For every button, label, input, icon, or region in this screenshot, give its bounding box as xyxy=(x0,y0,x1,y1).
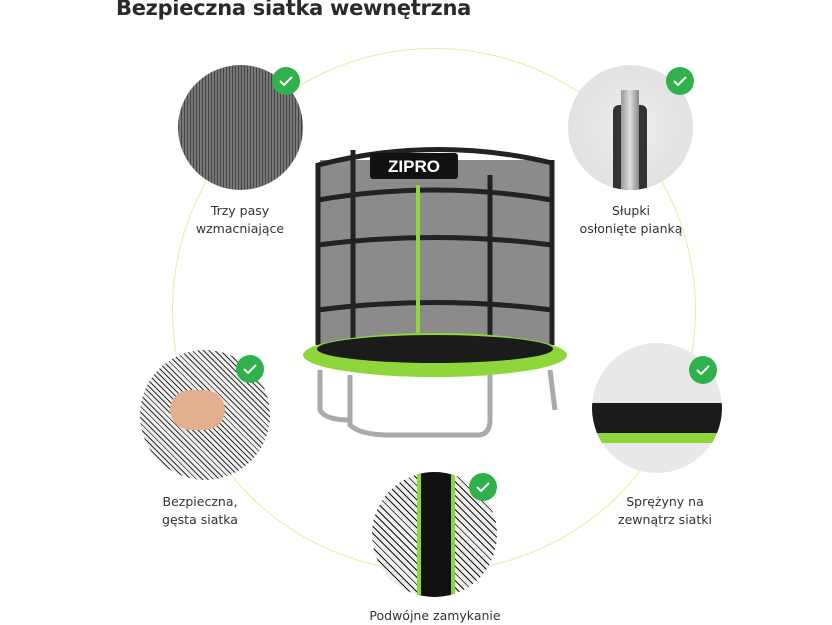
feature-label-foam-poles: Słupki osłonięte pianką xyxy=(551,202,711,238)
label-line: Słupki xyxy=(611,203,651,218)
label-line: Podwójne zamykanie xyxy=(369,608,501,623)
label-line: Sprężyny na xyxy=(626,494,704,509)
trampoline-image: ZIPRO xyxy=(303,147,567,438)
feature-label-reinforcing-straps: Trzy pasy wzmacniające xyxy=(160,202,320,238)
label-line: wzmacniające xyxy=(195,221,285,236)
page-title: Bezpieczna siatka wewnętrzna xyxy=(116,0,471,20)
feature-label-outside-springs: Sprężyny na zewnątrz siatki xyxy=(585,493,745,529)
feature-label-double-zipper: Podwójne zamykanie xyxy=(355,607,515,625)
label-line: osłonięte pianką xyxy=(579,221,683,236)
feature-label-dense-net: Bezpieczna, gęsta siatka xyxy=(120,493,280,529)
feature-image-foam-poles xyxy=(568,65,693,190)
label-line: Trzy pasy xyxy=(210,203,270,218)
check-icon xyxy=(666,67,694,95)
brand-logo: ZIPRO xyxy=(388,157,440,176)
check-icon xyxy=(236,355,264,383)
check-icon xyxy=(272,67,300,95)
label-line: Bezpieczna, xyxy=(162,494,238,509)
label-line: zewnątrz siatki xyxy=(618,512,712,527)
check-icon xyxy=(469,473,497,501)
label-line: gęsta siatka xyxy=(162,512,238,527)
check-icon xyxy=(689,356,717,384)
